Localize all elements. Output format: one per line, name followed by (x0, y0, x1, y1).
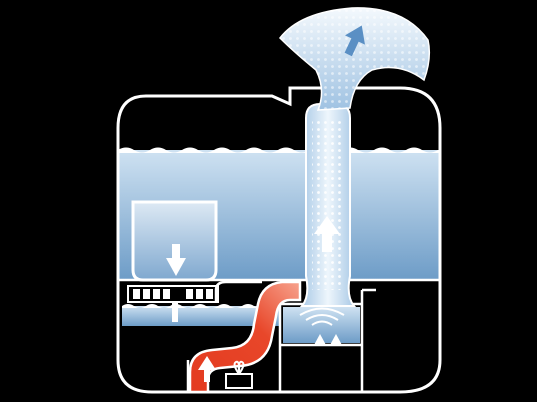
arrow-down-icon (166, 244, 186, 276)
fan-icon (225, 360, 253, 389)
ultrasonic-transducer (283, 307, 360, 345)
arrow-up-icon (198, 356, 216, 382)
water-reservoir (131, 200, 218, 282)
arrow-up-icon (314, 216, 340, 252)
valve-comb (127, 285, 219, 322)
mist-column (299, 103, 357, 307)
arrow-up-icon (344, 25, 365, 57)
mist-outlet (279, 7, 431, 111)
ultrasonic-waves-icon (299, 307, 345, 326)
warm-air-duct (188, 280, 302, 394)
housing-outline (116, 86, 442, 394)
